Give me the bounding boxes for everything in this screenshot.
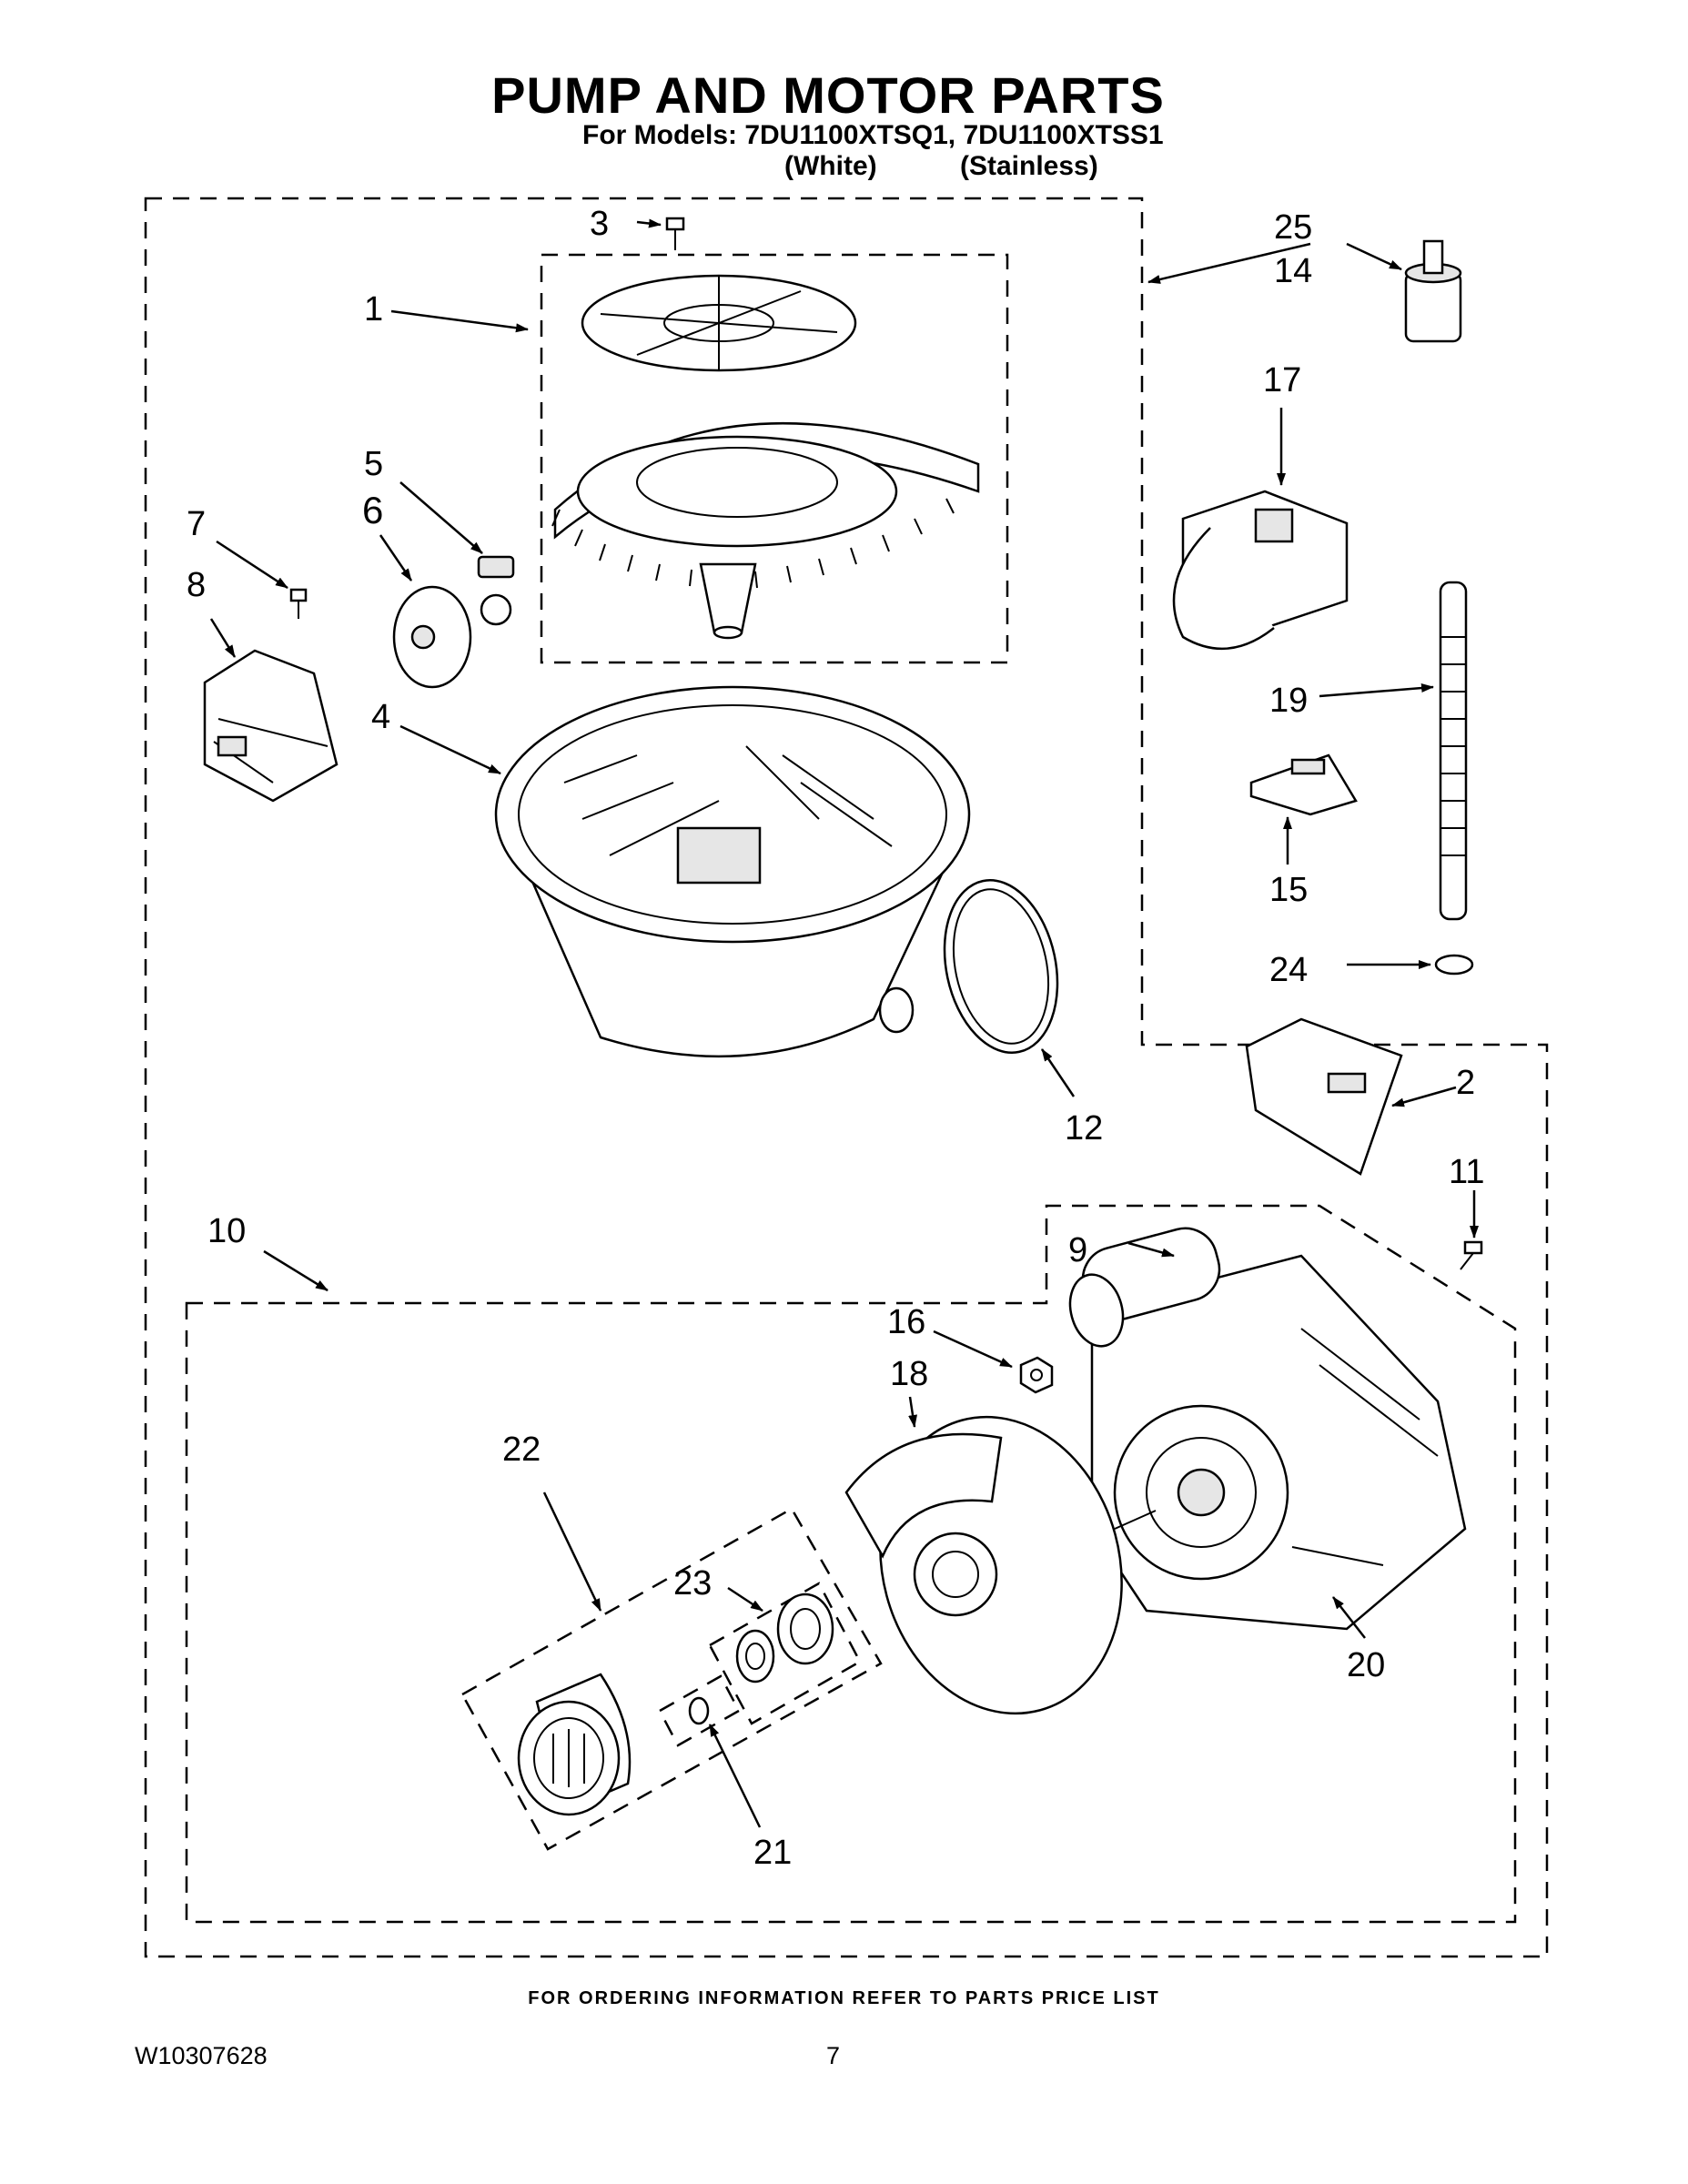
filter-disc-6: [392, 585, 472, 689]
capacitor-9: [1068, 1227, 1221, 1348]
sealing-ring-12: [943, 879, 1059, 1054]
seal-23: [735, 1592, 834, 1684]
callout-labels: 3 1 5 6 7 8 4 25 14 17 19 15 24 12 2 11 …: [187, 205, 1484, 1872]
screw-7: [289, 588, 308, 619]
document-id: W10307628: [135, 2042, 268, 2069]
models-line: For Models: 7DU1100XTSQ1, 7DU1100XTSS1: [582, 120, 1164, 150]
sump-housing-4: [494, 685, 971, 1057]
callout-10: 10: [207, 1212, 246, 1250]
impeller-group-boundary: [460, 1507, 883, 1851]
spray-arm-assembly: [551, 274, 980, 640]
callout-11: 11: [1449, 1153, 1484, 1191]
bracket-8: [203, 649, 339, 803]
callout-18: 18: [890, 1355, 928, 1393]
callout-5: 5: [364, 445, 383, 483]
bracket-17: [1172, 490, 1349, 651]
callout-23: 23: [673, 1564, 712, 1603]
callout-4: 4: [371, 698, 390, 736]
leader-arrows: [209, 218, 1479, 1828]
callout-17: 17: [1263, 361, 1301, 399]
variant-white: (White): [784, 151, 877, 181]
callout-24: 24: [1269, 951, 1308, 989]
variant-stainless: (Stainless): [960, 151, 1098, 181]
callout-2: 2: [1456, 1064, 1475, 1102]
callout-15: 15: [1269, 871, 1308, 909]
page-number: 7: [826, 2042, 841, 2069]
callout-19: 19: [1269, 682, 1308, 720]
callout-14: 14: [1274, 252, 1312, 290]
cover-2: [1245, 1017, 1403, 1176]
callout-20: 20: [1347, 1646, 1385, 1684]
callout-6: 6: [362, 489, 383, 531]
callout-12: 12: [1065, 1109, 1103, 1148]
pump-housing-18: [844, 1415, 1123, 1715]
callout-25: 25: [1274, 208, 1312, 247]
washer-group-boundary: [658, 1674, 741, 1747]
ordering-note: FOR ORDERING INFORMATION REFER TO PARTS …: [528, 1988, 1160, 2008]
nut-16: [1019, 1356, 1054, 1394]
callout-22: 22: [502, 1431, 541, 1469]
spray-arm-group-boundary: [540, 253, 1009, 664]
callout-21: 21: [753, 1834, 792, 1872]
callout-9: 9: [1068, 1231, 1087, 1269]
callout-16: 16: [887, 1303, 925, 1341]
callout-1: 1: [364, 290, 383, 329]
washer-21: [688, 1696, 710, 1725]
seal-group-boundary: [708, 1582, 862, 1725]
callout-7: 7: [187, 505, 206, 543]
impeller-22: [517, 1673, 632, 1816]
part-25: [1404, 239, 1462, 343]
clamp-24: [1434, 954, 1474, 976]
page-title: PUMP AND MOTOR PARTS: [491, 66, 1165, 124]
screw-11: [1460, 1240, 1483, 1270]
outer-assembly-boundary: [144, 197, 1549, 1958]
hose-19: [1439, 581, 1468, 921]
clip-15: [1249, 753, 1358, 816]
screw-3: [665, 217, 685, 250]
callout-8: 8: [187, 566, 206, 604]
callout-3: 3: [590, 205, 609, 243]
motor-group-boundary: [185, 1204, 1517, 1924]
small-part-5: [477, 555, 515, 626]
